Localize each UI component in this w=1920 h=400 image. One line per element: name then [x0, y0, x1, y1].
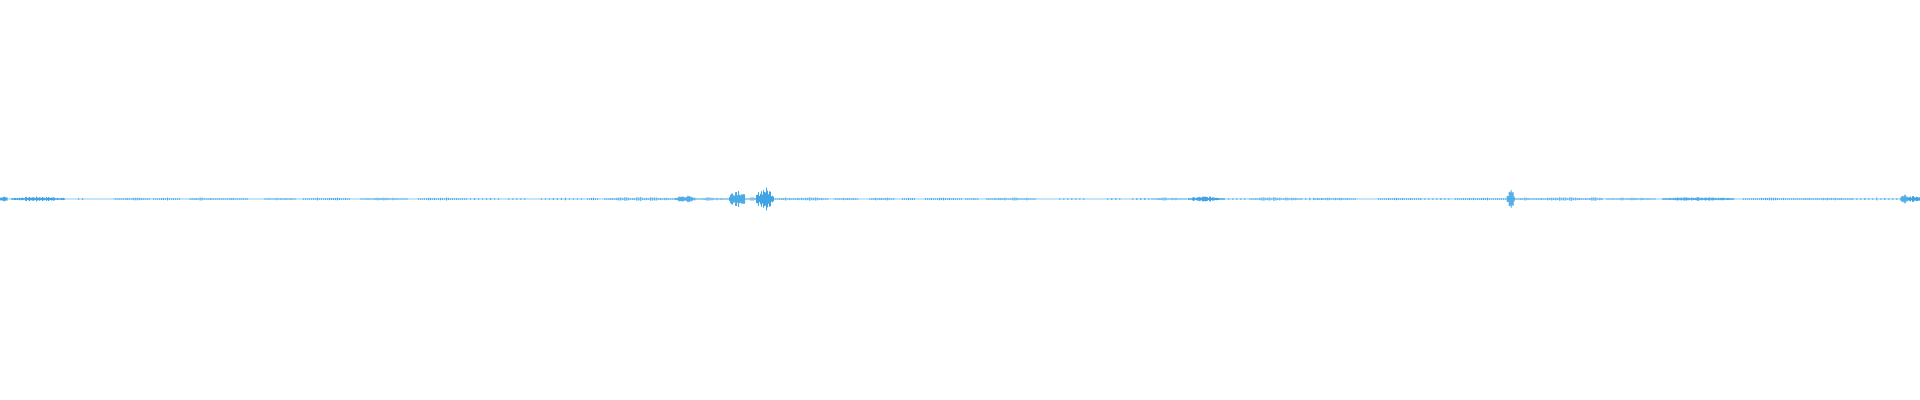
waveform-peaks — [0, 187, 1920, 211]
